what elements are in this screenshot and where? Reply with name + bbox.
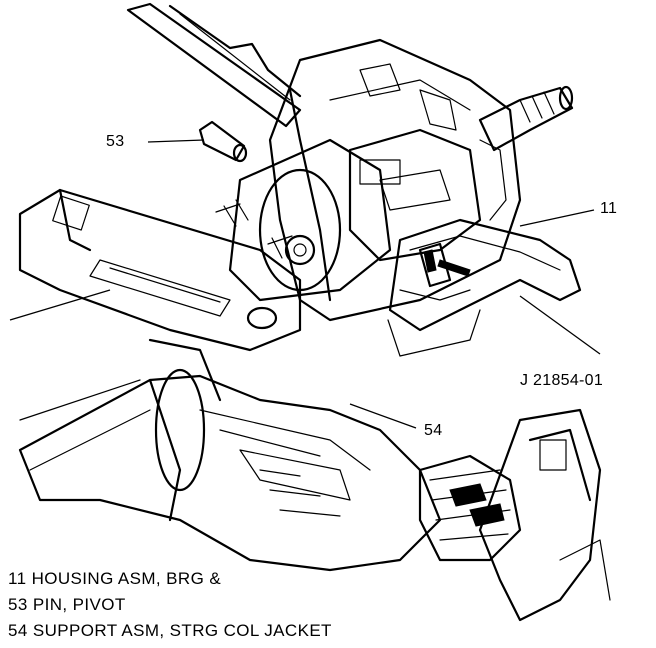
leader-tool: [519, 295, 601, 355]
support-asm: [18, 338, 442, 572]
legend-item-11: 11 HOUSING ASM, BRG &: [8, 569, 222, 588]
parts-legend: 11 HOUSING ASM, BRG & 53 PIN, PIVOT 54 S…: [8, 566, 332, 644]
leader-lines: [9, 139, 601, 429]
callout-54: 54: [424, 422, 443, 439]
callout-11: 11: [600, 200, 618, 217]
leader-left: [9, 289, 111, 321]
upper-shaft: [126, 2, 302, 128]
lower-jacket-plate: [18, 188, 302, 352]
housing-body: [268, 38, 522, 322]
callout-tool: J 21854-01: [520, 372, 604, 389]
mounting-bracket: [418, 408, 611, 622]
leader-54: [349, 403, 417, 429]
tilt-housing: [215, 138, 392, 302]
legend-item-53: 53 PIN, PIVOT: [8, 595, 126, 614]
leader-53: [147, 139, 205, 143]
legend-item-54: 54 SUPPORT ASM, STRG COL JACKET: [8, 621, 332, 640]
callout-53: 53: [106, 133, 125, 150]
spline-shaft-end: [478, 85, 574, 152]
pivot-pin-illustration: [198, 120, 248, 163]
leader-11: [519, 209, 595, 227]
pin-remover-tool-illustration: [387, 218, 582, 357]
